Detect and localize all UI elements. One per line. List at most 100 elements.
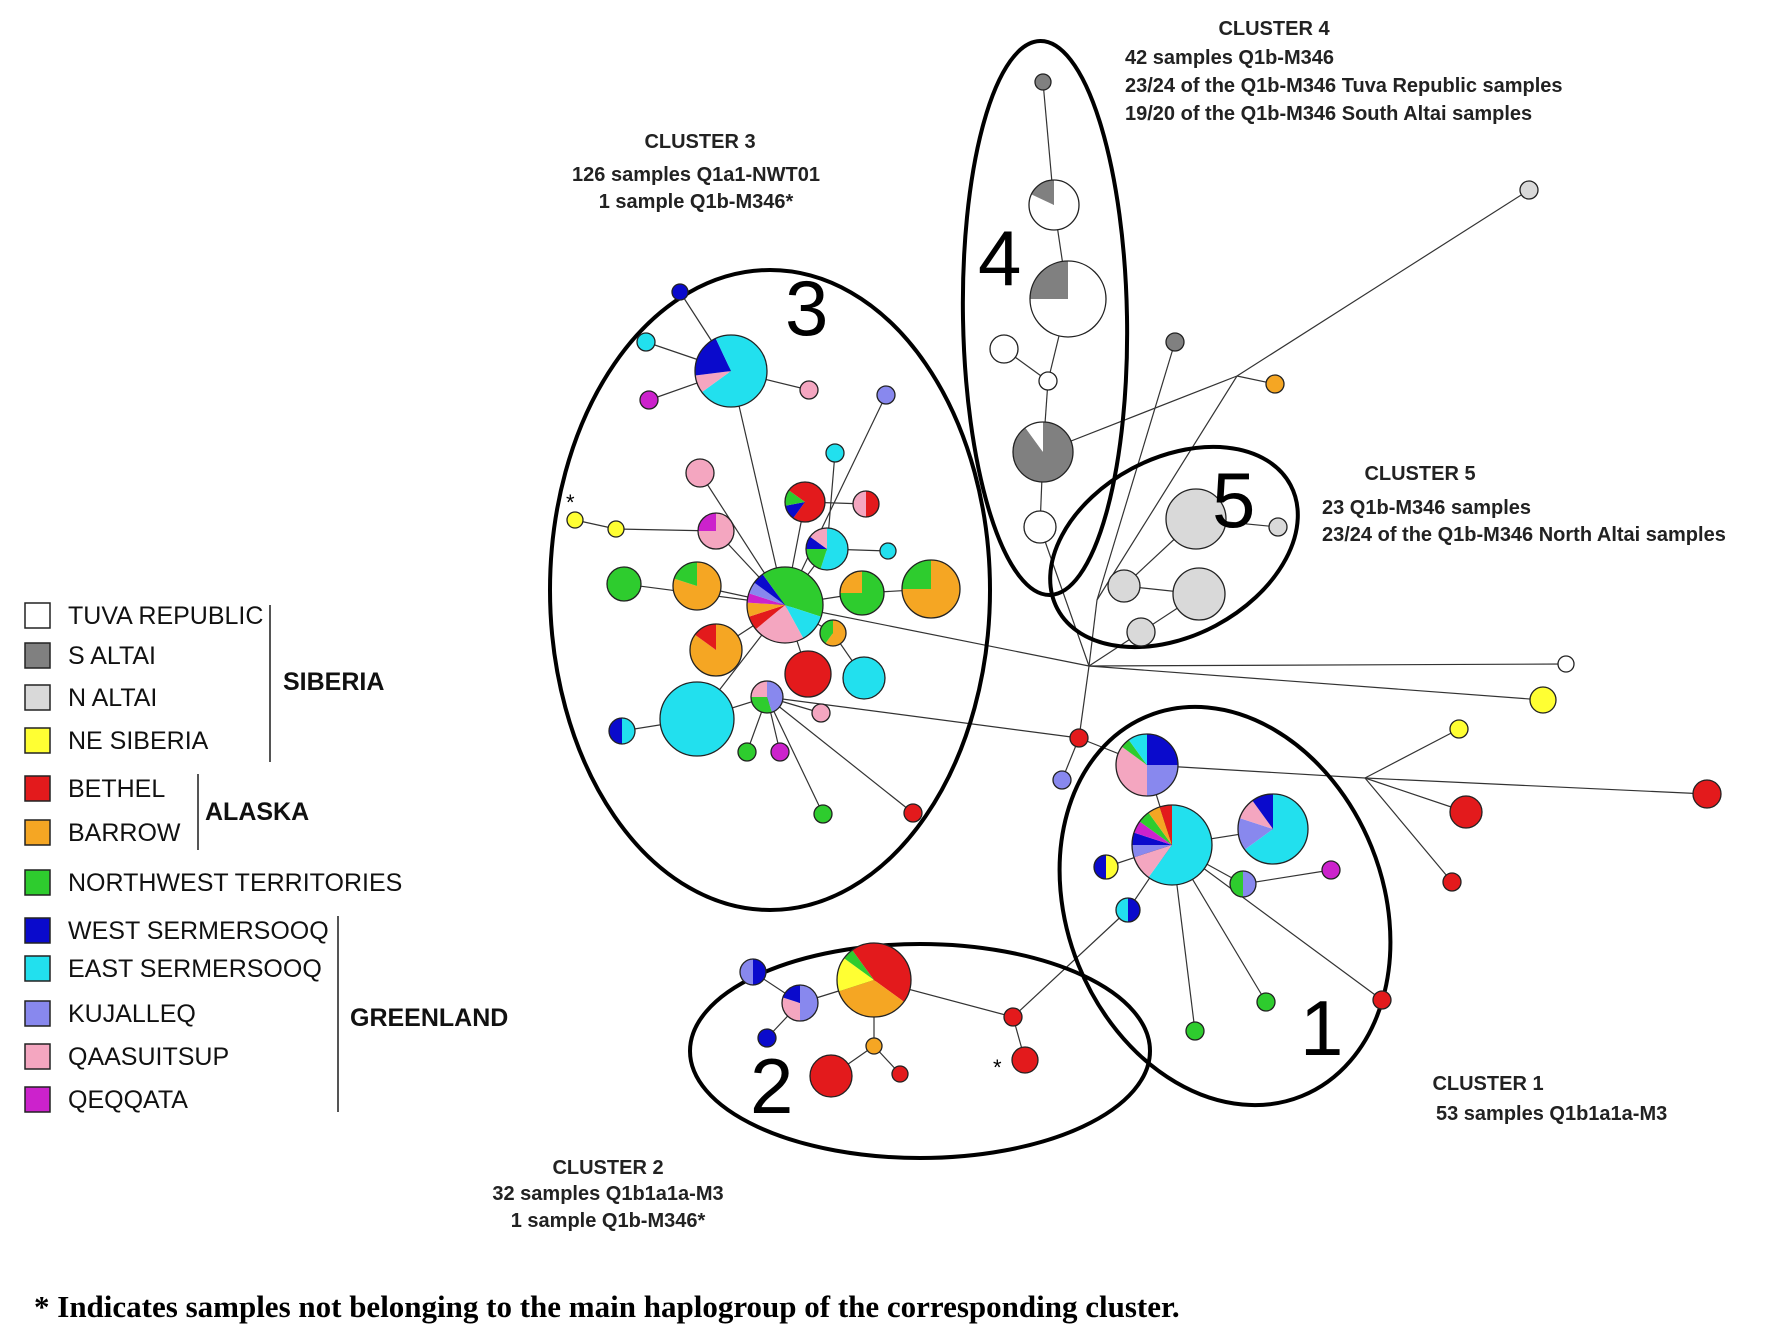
haplotype-node-c3f <box>805 527 849 571</box>
haplotype-node-c5b <box>1268 517 1288 537</box>
haplotype-node-c3m <box>819 619 847 647</box>
haplotype-node-c3b <box>685 458 715 488</box>
legend-label-5: BARROW <box>68 819 181 847</box>
haplotype-node-c3t <box>811 703 831 723</box>
haplotype-node-c4g <box>1023 510 1057 544</box>
haplotype-node-c3d <box>852 490 880 518</box>
haplotype-node-c5e <box>1126 617 1156 647</box>
haplotype-node-c3s <box>770 742 790 762</box>
haplotype-node-c4b <box>1028 179 1080 231</box>
legend-label-0: TUVA REPUBLIC <box>68 602 263 630</box>
cluster-5-number: 5 <box>1212 456 1255 544</box>
haplotype-node-c1e <box>1115 897 1141 923</box>
network-edges <box>574 81 1708 1077</box>
haplotype-node-c3u <box>876 385 896 405</box>
haplotype-node-c3j <box>901 559 961 619</box>
haplotype-node-c3r <box>737 742 757 762</box>
cluster-5-title: CLUSTER 5 <box>1364 463 1475 485</box>
edge-J3-o6 <box>1364 728 1460 779</box>
haplotype-node-c1a <box>1115 733 1179 797</box>
haplotype-node-c4e <box>1038 371 1058 391</box>
legend-label-9: KUJALLEQ <box>68 1000 196 1028</box>
legend-swatch-7 <box>24 917 51 944</box>
cluster-2-line-1: 32 samples Q1b1a1a-M3 <box>492 1183 723 1205</box>
haplotype-node-c3x <box>813 804 833 824</box>
haplotype-node-o7 <box>1692 779 1722 809</box>
haplotype-node-j1 <box>1069 728 1089 748</box>
haplotype-node-c3v <box>825 443 845 463</box>
legend-label-2: N ALTAI <box>68 684 157 712</box>
edge-c4g-J0 <box>1039 526 1090 667</box>
cluster-1-title: CLUSTER 1 <box>1432 1073 1543 1095</box>
haplotype-node-j2 <box>1052 770 1072 790</box>
haplotype-node-c3i <box>839 570 885 616</box>
haplotype-node-c4a <box>1034 73 1052 91</box>
haplotype-node-c3y <box>903 803 923 823</box>
cluster-1-annotation: CLUSTER 1 53 samples Q1b1a1a-M3 <box>1432 1073 1667 1125</box>
cluster-5-line-2: 23/24 of the Q1b-M346 North Altai sample… <box>1322 524 1726 546</box>
cluster-2-line-2: 1 sample Q1b-M346* <box>511 1210 706 1232</box>
haplotype-node-c3a4 <box>799 380 819 400</box>
haplotype-node-c3a2 <box>636 332 656 352</box>
cluster-2-annotation: CLUSTER 2 32 samples Q1b1a1a-M3 1 sample… <box>492 1157 723 1232</box>
legend-swatch-9 <box>24 1000 51 1027</box>
outlier-marker-cluster-3: * <box>566 490 575 515</box>
haplotype-node-c2h <box>1003 1007 1023 1027</box>
legend-swatch-11 <box>24 1086 51 1113</box>
haplotype-node-c5c <box>1107 569 1141 603</box>
haplotype-node-c3k <box>689 623 743 677</box>
haplotype-node-c2c <box>739 958 767 986</box>
edge-c1b-c1j <box>1171 844 1383 1001</box>
haplotype-node-c5a <box>1165 488 1227 550</box>
haplotype-node-c4f <box>1012 421 1074 483</box>
legend-swatch-4 <box>24 775 51 802</box>
legend-group-alaska: ALASKA <box>205 798 309 826</box>
cluster-4-annotation: CLUSTER 4 42 samples Q1b-M346 23/24 of t… <box>1125 18 1563 125</box>
haplotype-node-o6 <box>1449 719 1469 739</box>
cluster-5-annotation: CLUSTER 5 23 Q1b-M346 samples 23/24 of t… <box>1322 463 1726 546</box>
edge-c4f-J2 <box>1042 375 1238 453</box>
haplotype-node-c3q <box>750 680 784 714</box>
legend-group-greenland: GREENLAND <box>350 1004 508 1032</box>
haplotype-node-c1c <box>1237 793 1309 865</box>
haplotype-node-c3a <box>694 334 768 408</box>
edge-c1a-J3 <box>1146 764 1366 779</box>
haplotype-node-o3 <box>1265 374 1285 394</box>
footnote: * Indicates samples not belonging to the… <box>34 1289 1180 1324</box>
cluster-3-line-1: 126 samples Q1a1-NWT01 <box>572 164 820 186</box>
edge-c3hub-c3u <box>784 394 887 606</box>
cluster-4-line-2: 23/24 of the Q1b-M346 Tuva Republic samp… <box>1125 75 1563 97</box>
haplotype-node-c3p <box>608 717 636 745</box>
haplotype-node-c3a3 <box>639 390 659 410</box>
haplotype-node-c1b <box>1131 804 1213 886</box>
legend-group-siberia: SIBERIA <box>283 668 384 696</box>
edge-J3-o9 <box>1364 777 1453 883</box>
haplotype-node-c1g <box>1321 860 1341 880</box>
legend-label-3: NE SIBERIA <box>68 727 209 755</box>
edge-J2-o1 <box>1236 189 1530 377</box>
legend-swatch-6 <box>24 869 51 896</box>
cluster-1-line-1: 53 samples Q1b1a1a-M3 <box>1436 1103 1667 1125</box>
legend-swatch-1 <box>24 642 51 669</box>
haplotype-node-c3a1 <box>671 283 689 301</box>
legend-swatch-0 <box>24 602 51 629</box>
edge-J3-o7 <box>1364 777 1708 795</box>
edge-J0-J1 <box>1088 599 1098 667</box>
haplotype-node-o1 <box>1519 180 1539 200</box>
edge-c1f-c1g <box>1242 869 1332 885</box>
haplotype-node-c4d <box>989 334 1019 364</box>
haplotype-node-c2g <box>891 1065 909 1083</box>
haplotype-node-o2 <box>1165 332 1185 352</box>
cluster-1-number: 1 <box>1300 984 1343 1072</box>
haplotype-node-c1f <box>1229 870 1257 898</box>
edge-c1e-c2h <box>1012 909 1129 1018</box>
legend-swatch-10 <box>24 1043 51 1070</box>
cluster-4-number: 4 <box>978 214 1021 302</box>
edge-c3q-c3x <box>766 696 824 815</box>
haplotype-node-c3n <box>842 656 886 700</box>
haplotype-node-c3z <box>566 511 584 529</box>
legend: SIBERIA ALASKA GREENLAND TUVA REPUBLICS … <box>24 602 508 1114</box>
haplotype-node-c1j <box>1372 990 1392 1010</box>
edge-J3-o8 <box>1364 777 1467 813</box>
